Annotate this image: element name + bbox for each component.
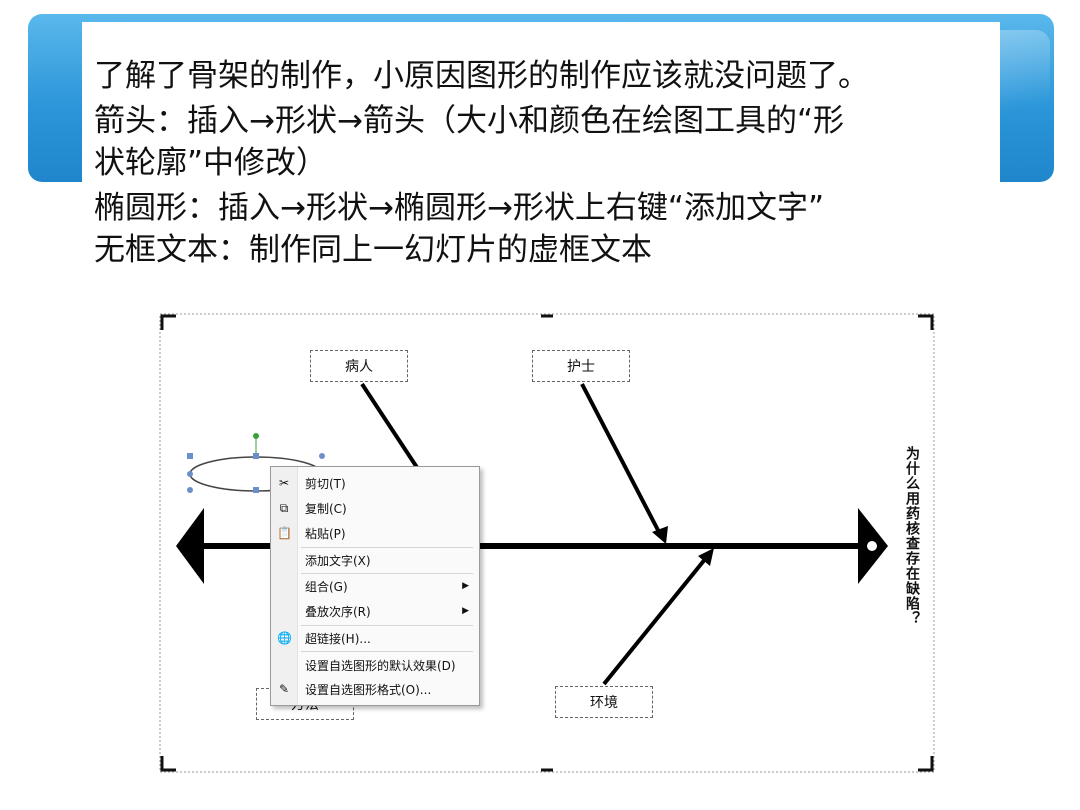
menu-item-label: 叠放次序(R) [305,604,371,619]
submenu-arrow-icon: ▶ [462,606,469,616]
cause-label-patient[interactable]: 病人 [310,350,408,382]
menu-item-label: 组合(G) [305,579,348,594]
slide-text-line-3: 状轮廓”中修改） [94,145,328,181]
hyperlink-icon: 🌐 [277,631,292,645]
context-menu: ✂ 剪切(T) ⧉ 复制(C) 📋 粘贴(P) 添加文字(X) 组合(G) ▶ … [270,466,480,706]
menu-item-group[interactable]: 组合(G) ▶ [271,574,479,598]
menu-item-add-text[interactable]: 添加文字(X) [271,548,479,572]
menu-icon-gutter [271,467,298,705]
menu-item-format-shape[interactable]: ✎ 设置自选图形格式(O)... [271,677,479,701]
menu-item-cut[interactable]: ✂ 剪切(T) [271,471,479,495]
scissors-icon: ✂ [278,476,290,490]
slide-text-line-5: 无框文本：制作同上一幻灯片的虚框文本 [94,232,652,268]
menu-item-label: 复制(C) [305,501,347,516]
menu-item-default-effect[interactable]: 设置自选图形的默认效果(D) [271,653,479,677]
menu-item-label: 超链接(H)... [305,631,371,646]
menu-separator [301,651,473,652]
slide-text-box [82,22,1000,274]
slide-text-line-2: 箭头：插入→形状→箭头（大小和颜色在绘图工具的“形 [94,103,845,139]
cause-label-nurse[interactable]: 护士 [532,350,630,382]
cause-label-environment[interactable]: 环境 [555,686,653,718]
menu-separator [301,573,473,574]
menu-separator [301,625,473,626]
menu-item-paste[interactable]: 📋 粘贴(P) [271,521,479,545]
menu-item-label: 粘贴(P) [305,526,346,541]
copy-icon: ⧉ [279,501,289,515]
submenu-arrow-icon: ▶ [462,581,469,591]
menu-separator [301,547,473,548]
problem-statement-text[interactable]: 为什么用药核查存在缺陷？ [904,446,920,626]
paste-icon: 📋 [277,526,292,540]
menu-item-label: 设置自选图形的默认效果(D) [305,658,456,673]
menu-item-order[interactable]: 叠放次序(R) ▶ [271,599,479,623]
menu-item-hyperlink[interactable]: 🌐 超链接(H)... [271,626,479,650]
slide-text-line-4: 椭圆形：插入→形状→椭圆形→形状上右键“添加文字” [94,190,825,226]
slide-text-line-1: 了解了骨架的制作，小原因图形的制作应该就没问题了。 [94,58,869,94]
menu-item-label: 剪切(T) [305,476,346,491]
menu-item-copy[interactable]: ⧉ 复制(C) [271,496,479,520]
menu-item-label: 设置自选图形格式(O)... [305,682,432,697]
menu-item-label: 添加文字(X) [305,553,371,568]
format-shape-icon: ✎ [278,682,290,696]
